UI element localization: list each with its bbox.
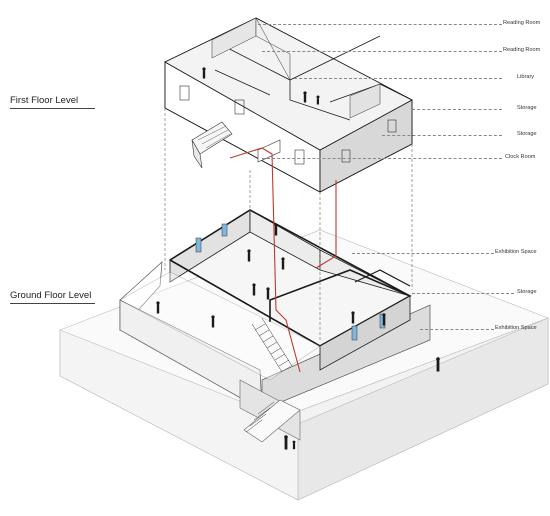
people-figures bbox=[156, 67, 440, 450]
ground-floor-rule bbox=[10, 303, 95, 304]
leader-storage-1 bbox=[412, 109, 502, 110]
leader-storage-ground bbox=[412, 293, 514, 294]
leader-reading-room-1 bbox=[258, 24, 502, 25]
first-floor-level-label: First Floor Level bbox=[10, 95, 79, 106]
label-reading-room-1: Reading Room bbox=[503, 20, 541, 26]
leader-exhibition-space-1 bbox=[352, 253, 494, 254]
leader-exhibition-space-2 bbox=[420, 329, 494, 330]
label-storage-2: Storage bbox=[517, 131, 537, 137]
ground-floor-building bbox=[119, 209, 431, 443]
leader-library bbox=[294, 78, 502, 79]
ground-floor-level-label: Ground Floor Level bbox=[10, 290, 92, 301]
leader-storage-2 bbox=[382, 135, 502, 136]
leader-clock-room bbox=[262, 158, 502, 159]
first-floor-building bbox=[164, 17, 413, 193]
label-storage-ground: Storage bbox=[517, 289, 537, 295]
label-clock-room: Clock Room bbox=[505, 154, 536, 160]
label-library: Library bbox=[517, 74, 535, 80]
projection-lines bbox=[164, 108, 413, 340]
first-floor-rule bbox=[10, 108, 95, 109]
label-reading-room-2: Reading Room bbox=[503, 47, 541, 53]
label-exhibition-space-1: Exhibition Space bbox=[495, 249, 537, 255]
label-storage-1: Storage bbox=[517, 105, 537, 111]
circulation-route bbox=[229, 147, 337, 373]
leader-reading-room-2 bbox=[262, 51, 502, 52]
label-exhibition-space-2: Exhibition Space bbox=[495, 325, 537, 331]
